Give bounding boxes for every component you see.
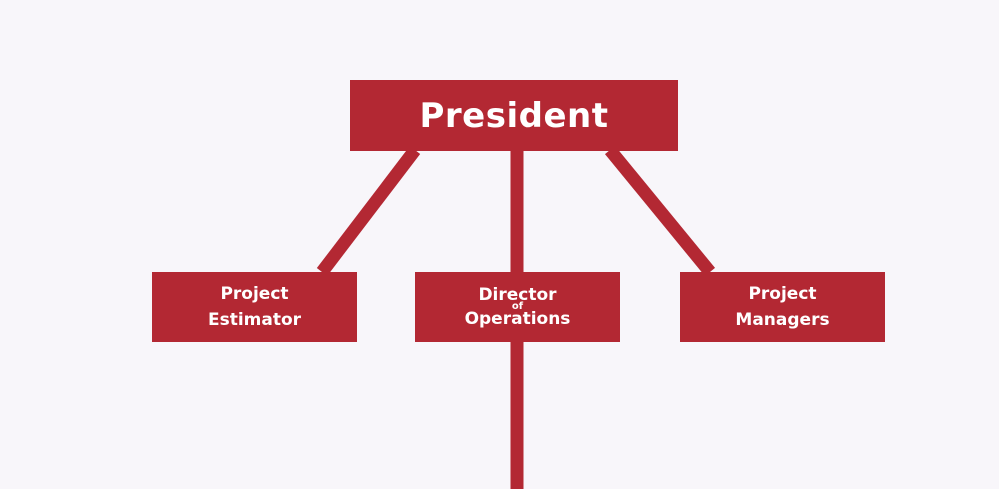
project-managers-node: Project Managers [680,272,885,342]
president-label: President [419,95,609,136]
node-label-line1: Project [220,284,289,304]
node-label-line1: Director [478,285,557,305]
director-of-operations-node: Director of Operations [415,272,620,342]
connector-president-to-estimator [316,146,421,276]
node-label-line2: Estimator [207,310,302,330]
node-label-line2: Operations [464,309,571,329]
project-estimator-node: Project Estimator [152,272,357,342]
node-label-connector-word: of [511,301,524,312]
node-label-line1: Project [748,284,817,304]
node-label-line2: Managers [735,310,830,330]
president-node: President [350,80,678,151]
connector-president-to-managers [604,145,716,277]
